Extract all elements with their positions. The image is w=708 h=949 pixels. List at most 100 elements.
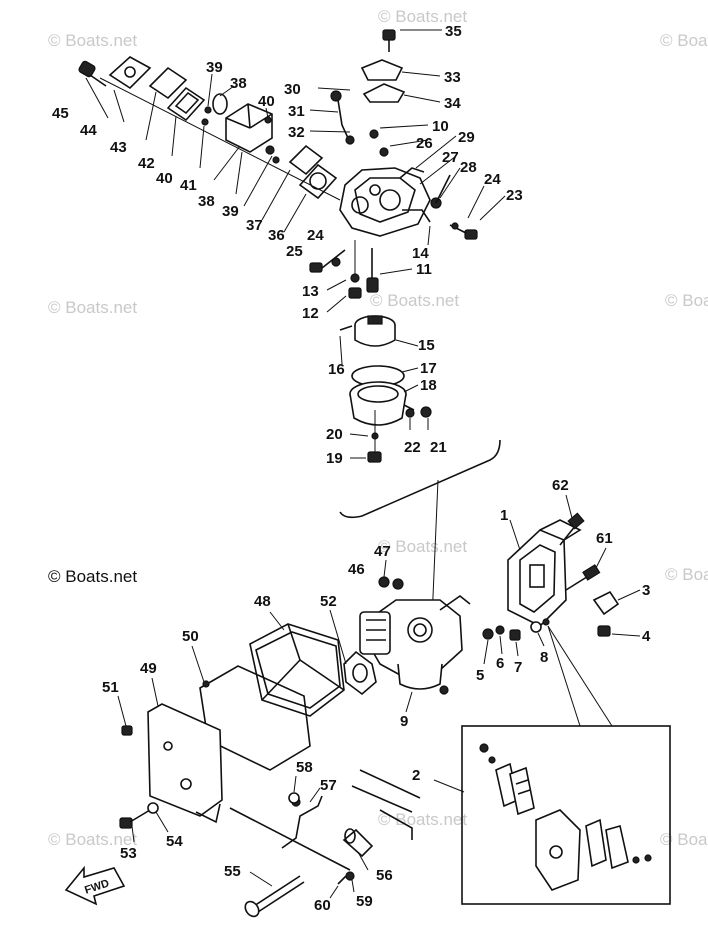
part-2-inset — [461, 725, 671, 905]
label-28: 28 — [460, 159, 477, 176]
part-51-screw — [121, 725, 133, 736]
part-48-silencer — [249, 623, 345, 717]
label-31: 31 — [288, 103, 305, 120]
part-10-screw — [369, 129, 379, 139]
watermark: © Boats.net — [378, 7, 467, 26]
label-22: 22 — [404, 439, 421, 456]
label-9: 9 — [400, 713, 408, 730]
part-8-washer — [530, 621, 542, 633]
label-29: 29 — [458, 129, 475, 146]
label-4: 4 — [642, 628, 651, 645]
part-5-screw — [482, 628, 494, 640]
watermark: © Boats.net — [48, 830, 137, 849]
part-43-gasket — [148, 66, 188, 100]
watermark: © Boats.net — [48, 298, 137, 317]
label-51: 51 — [102, 679, 119, 696]
part-39-oring — [204, 106, 212, 114]
label-56: 56 — [376, 867, 393, 884]
label-6: 6 — [496, 655, 504, 672]
leader-lines — [85, 29, 641, 899]
label-57: 57 — [320, 777, 337, 794]
part-49-cover — [147, 703, 223, 824]
part-45-screw — [78, 60, 107, 87]
label-7: 7 — [514, 659, 522, 676]
carburetor-body — [339, 167, 431, 237]
label-18: 18 — [420, 377, 437, 394]
watermark: © Boats.net — [660, 830, 708, 849]
label-43: 43 — [110, 139, 127, 156]
label-35: 35 — [445, 23, 462, 40]
label-17: 17 — [420, 360, 437, 377]
part-58-grommet — [288, 792, 300, 804]
part-23-screw — [449, 222, 478, 240]
part-18-float-bowl — [349, 381, 415, 426]
watermark: © Boats.net — [665, 565, 708, 584]
part-46-nut — [378, 576, 390, 588]
part-21-screw — [420, 406, 432, 418]
label-46: 46 — [348, 561, 365, 578]
label-62: 62 — [552, 477, 569, 494]
watermark: © Boats.net — [660, 31, 708, 50]
part-55-bolt — [244, 875, 305, 918]
part-54-washer — [147, 802, 159, 814]
part-42-gasket — [166, 86, 206, 122]
label-20: 20 — [326, 426, 343, 443]
part-44-cover — [108, 56, 152, 90]
label-3: 3 — [642, 582, 650, 599]
part-19-plug — [367, 451, 382, 463]
part-9-carburetor — [359, 595, 471, 695]
watermark: © Boats.net — [378, 537, 467, 556]
part-38-body — [212, 93, 273, 153]
label-47: 47 — [374, 543, 391, 560]
part-7-screw — [509, 629, 521, 641]
label-38-b: 38 — [198, 193, 215, 210]
label-61: 61 — [596, 530, 613, 547]
label-14: 14 — [412, 245, 429, 262]
label-53: 53 — [120, 845, 137, 862]
part-13-washer — [350, 273, 360, 283]
part-41-plug — [265, 145, 275, 155]
label-15: 15 — [418, 337, 435, 354]
label-42: 42 — [138, 155, 155, 172]
label-16: 16 — [328, 361, 345, 378]
label-44: 44 — [80, 122, 97, 139]
part-6-washer — [495, 625, 505, 635]
label-39: 39 — [206, 59, 223, 76]
label-48: 48 — [254, 593, 271, 610]
part-22-washer — [405, 408, 415, 418]
part-15-float — [354, 315, 396, 347]
part-34-plate — [362, 83, 406, 103]
leader-line — [431, 479, 439, 621]
label-23: 23 — [506, 187, 523, 204]
part-26-spring — [379, 147, 389, 157]
label-45: 45 — [52, 105, 69, 122]
upper-carburetor-assembly — [78, 29, 478, 463]
label-8: 8 — [540, 649, 548, 666]
label-39-b: 39 — [222, 203, 239, 220]
label-40: 40 — [258, 93, 275, 110]
part-1-plate — [507, 519, 582, 627]
label-24: 24 — [484, 171, 501, 188]
label-55: 55 — [224, 863, 241, 880]
label-11: 11 — [416, 261, 432, 278]
label-50: 50 — [182, 628, 199, 645]
label-52: 52 — [320, 593, 337, 610]
part-60-pin — [337, 875, 347, 885]
part-39-oring-b — [272, 156, 280, 164]
part-33-plate — [360, 59, 404, 81]
watermark: © Boats.net — [48, 31, 137, 50]
label-5: 5 — [476, 667, 484, 684]
label-25: 25 — [286, 243, 303, 260]
part-16-pin — [339, 325, 353, 331]
part-3-bracket — [592, 590, 620, 616]
part-25-screw — [309, 249, 346, 273]
label-41: 41 — [180, 177, 197, 194]
label-27: 27 — [442, 149, 459, 166]
label-49: 49 — [140, 660, 157, 677]
label-60: 60 — [314, 897, 331, 914]
watermark: © Boats.net — [48, 567, 137, 586]
part-37-gasket — [288, 144, 324, 176]
part-56-bushing — [342, 828, 374, 858]
part-28-screw — [430, 174, 451, 209]
